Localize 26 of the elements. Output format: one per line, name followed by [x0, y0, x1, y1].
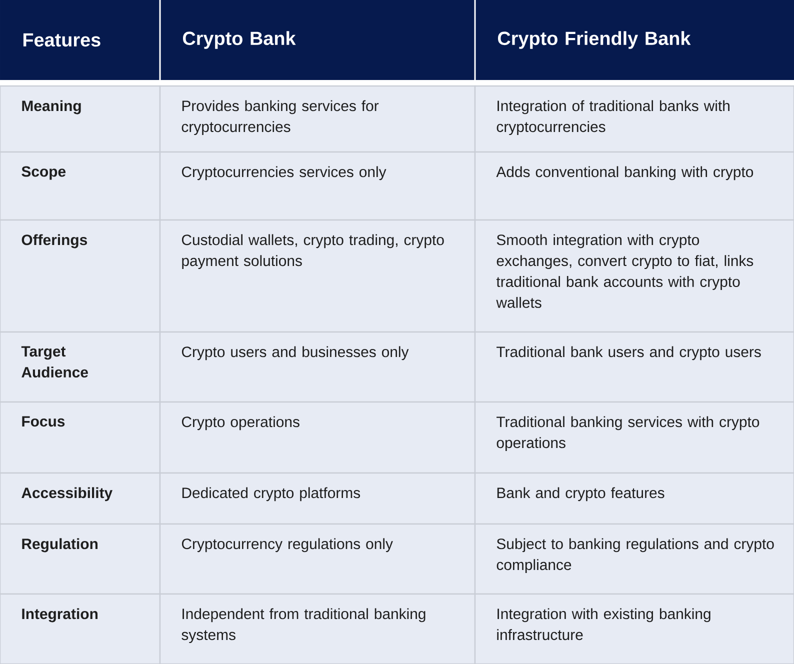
- row-header-cell: Integration: [0, 593, 161, 664]
- header-cell: Features: [0, 0, 160, 80]
- table-cell: Custodial wallets, crypto trading, crypto payment solutions: [159, 219, 476, 333]
- table-cell: Integration with existing banking infrastructure: [474, 593, 794, 664]
- table-cell: Traditional banking services with crypto operations: [474, 401, 794, 474]
- table-cell: Dedicated crypto platforms: [159, 472, 476, 525]
- table-cell: Crypto users and businesses only: [159, 331, 476, 403]
- table-cell: Traditional bank users and crypto users: [474, 331, 794, 403]
- row-header-cell: Offerings: [0, 219, 161, 333]
- table-cell: Provides banking services for cryptocurrencies: [159, 85, 476, 153]
- row-header-cell: Target Audience: [0, 331, 161, 403]
- header-cell: Crypto Friendly Bank: [474, 0, 794, 80]
- table-cell: Integration of traditional banks with cryptocurrencies: [474, 85, 794, 153]
- table-cell: Cryptocurrencies services only: [159, 151, 476, 221]
- header-cell: Crypto Bank: [159, 0, 475, 80]
- row-header-cell: Regulation: [0, 523, 161, 595]
- table-cell: Subject to banking regulations and crypto compliance: [474, 523, 794, 595]
- row-header-cell: Meaning: [0, 85, 161, 153]
- row-header-cell: Scope: [0, 151, 161, 221]
- row-header-cell: Focus: [0, 401, 161, 474]
- row-header-cell: Accessibility: [0, 472, 161, 525]
- table-cell: Bank and crypto features: [474, 472, 794, 525]
- table-cell: Smooth integration with crypto exchanges, convert crypto to fiat, links traditional bank accounts with crypto wallets: [474, 219, 794, 333]
- table-cell: Crypto operations: [159, 401, 476, 474]
- table-cell: Cryptocurrency regulations only: [159, 523, 476, 595]
- table-cell: Adds conventional banking with crypto: [474, 151, 794, 221]
